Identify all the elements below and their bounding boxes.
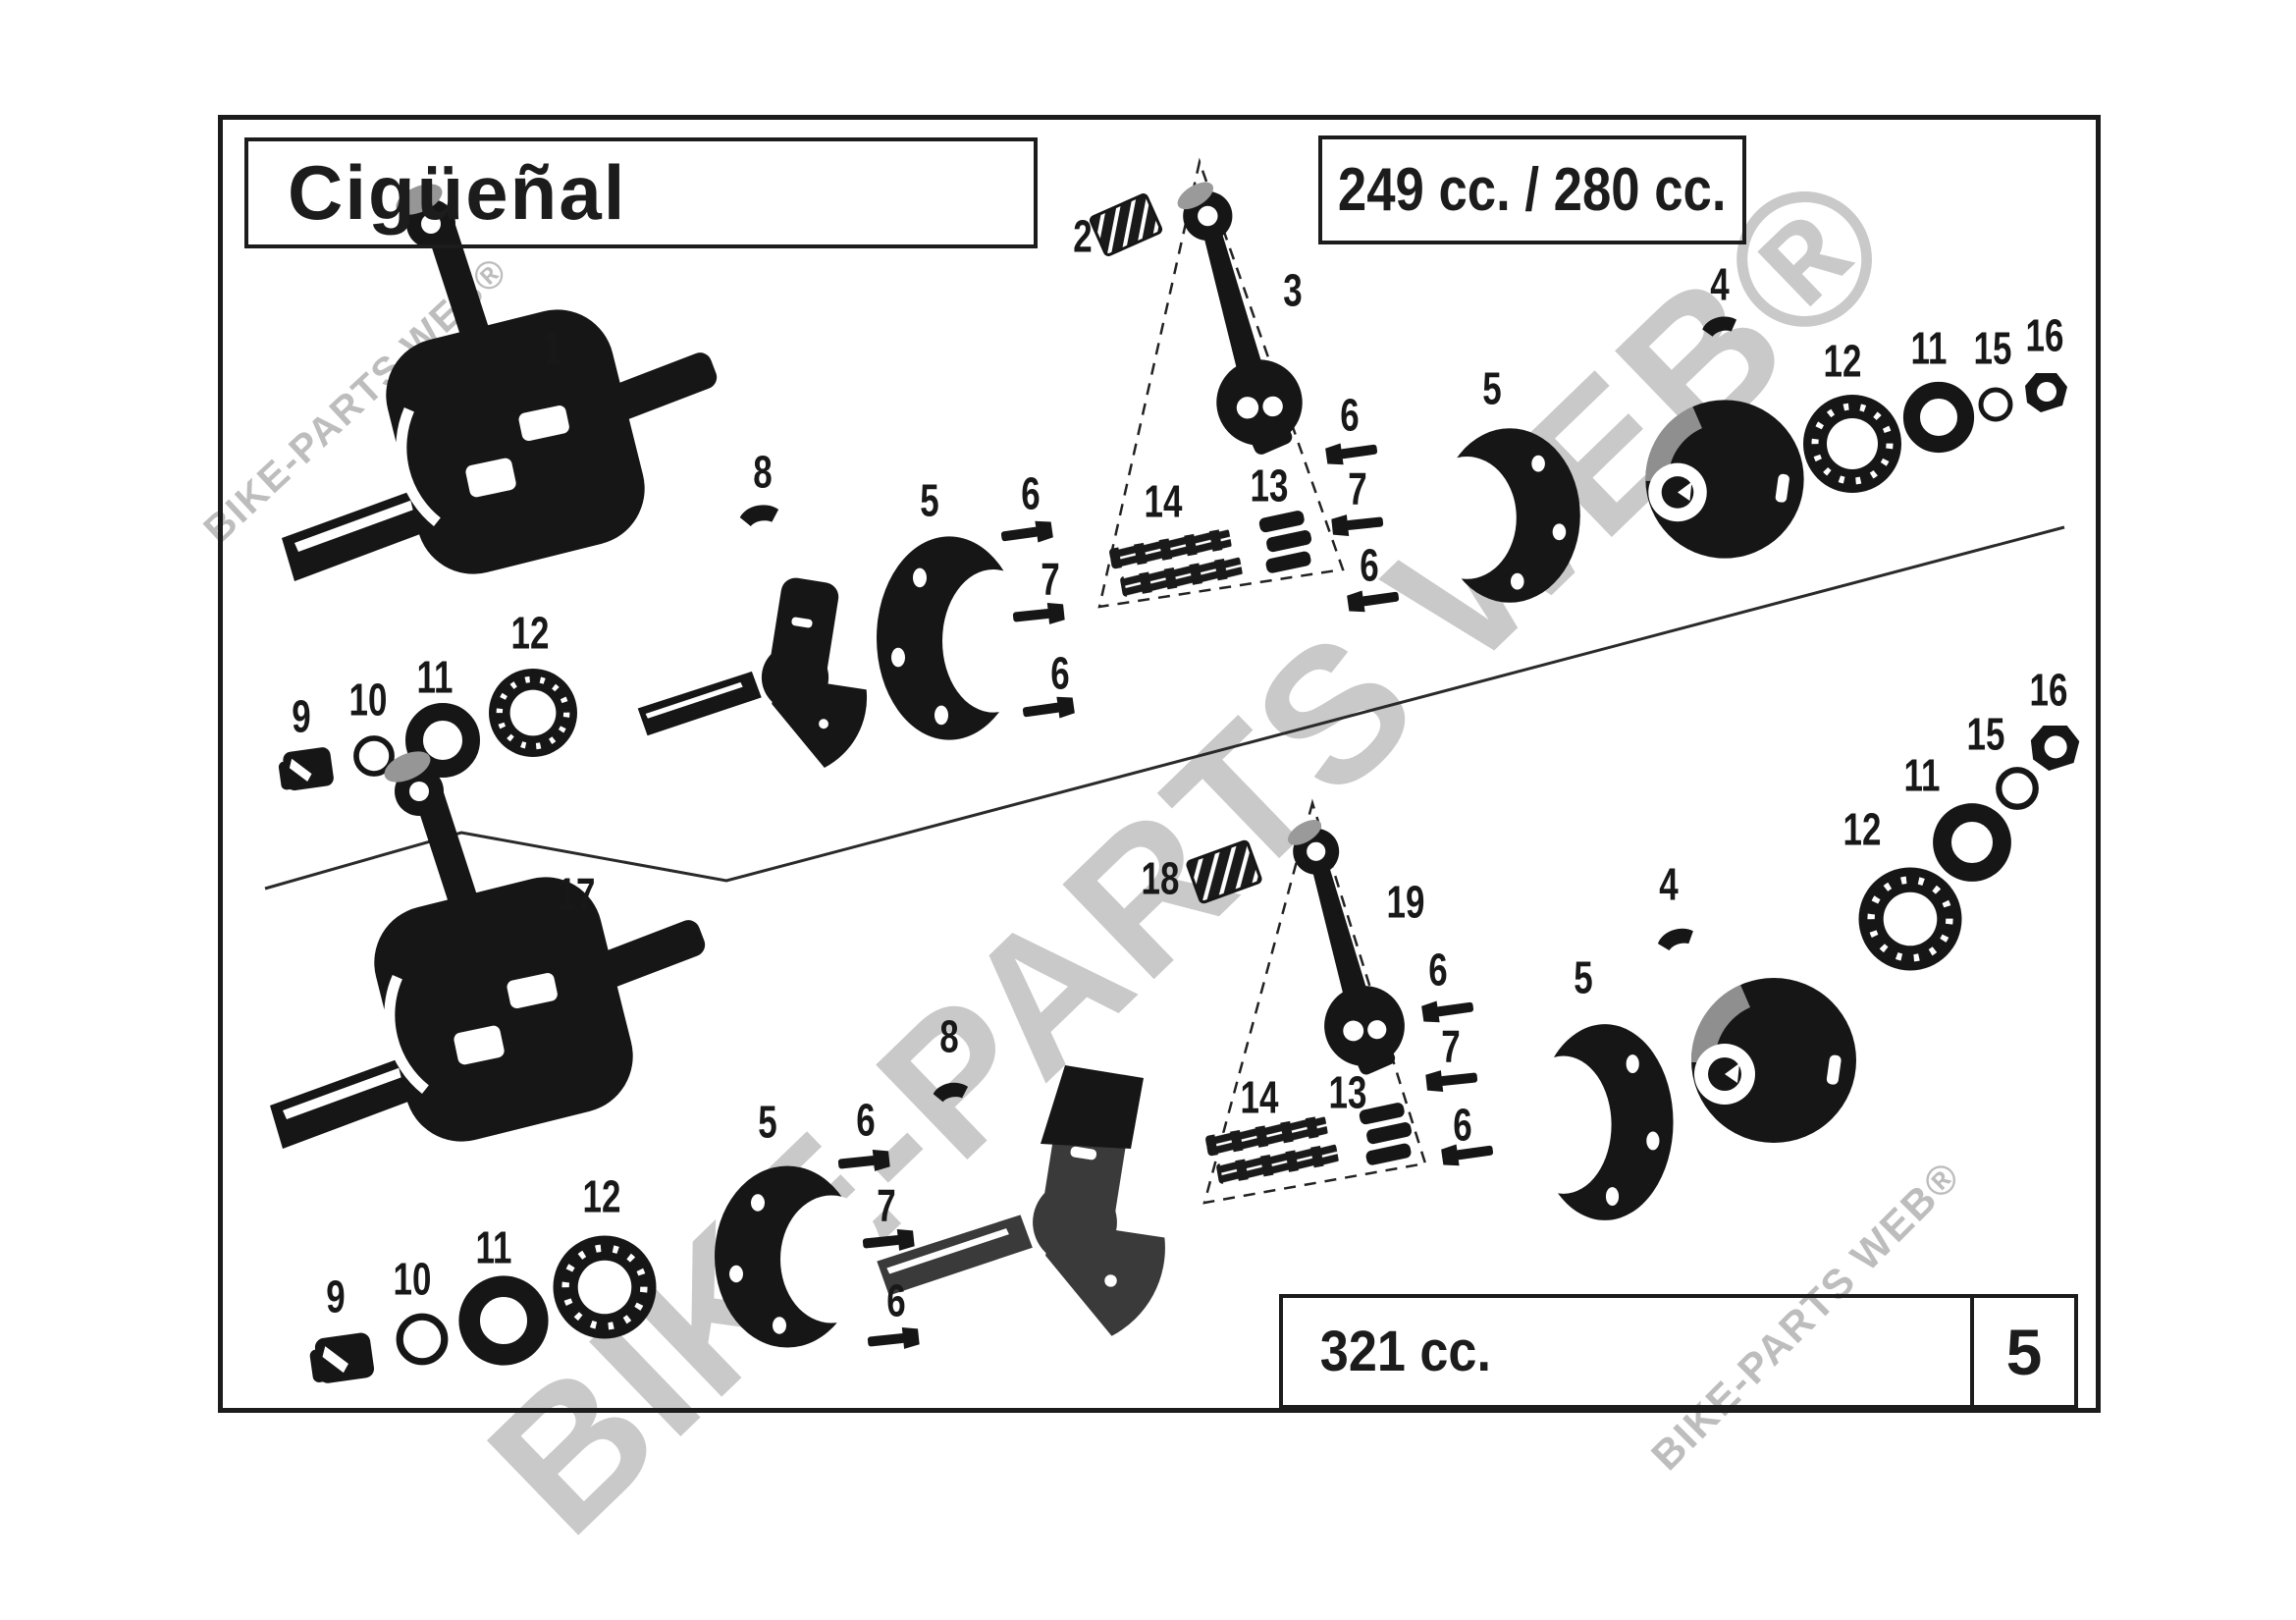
page-number-cell: 5 — [1970, 1298, 2074, 1405]
engine-variant-top-label: 249 cc. / 280 cc. — [1338, 156, 1727, 224]
page-number: 5 — [2005, 1315, 2043, 1388]
crank-half-bottom — [863, 1065, 1173, 1356]
title-box: Cigüeñal — [244, 137, 1038, 248]
engine-variant-bottom-label: 321 cc. — [1319, 1320, 1491, 1383]
variant-separator-line — [264, 525, 2065, 891]
crank-half-bottom-web — [1041, 1065, 1144, 1149]
page-border — [218, 115, 2101, 1413]
dashed-guide-bottom — [1202, 798, 1427, 1205]
engine-variant-bottom-box: 321 cc. 5 — [1279, 1294, 2078, 1409]
page-title: Cigüeñal — [288, 149, 627, 236]
engine-variant-top-box: 249 cc. / 280 cc. — [1318, 135, 1746, 244]
engine-variant-bottom-cell: 321 cc. — [1283, 1298, 1970, 1405]
